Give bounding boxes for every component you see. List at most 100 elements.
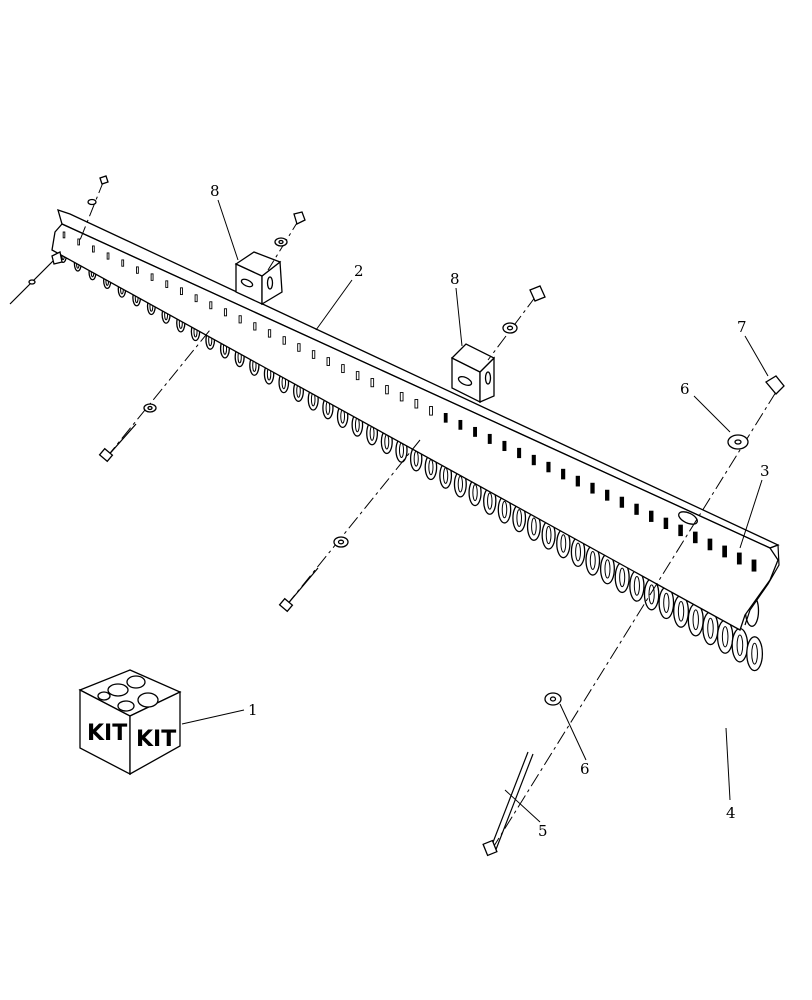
bolt-right-assembly xyxy=(482,375,785,857)
rail-slot xyxy=(267,329,272,338)
rail-slot xyxy=(311,350,316,359)
rail-slot xyxy=(326,357,330,366)
chain-link-hole xyxy=(619,567,626,588)
nut-7 xyxy=(765,375,785,395)
chain-link-hole xyxy=(487,492,493,510)
rail-slot xyxy=(209,301,213,310)
rail-slot xyxy=(399,392,404,402)
chain-link-hole xyxy=(736,634,744,656)
bolt-lower-left xyxy=(98,329,211,463)
rail-slot xyxy=(590,482,595,494)
rail-slot xyxy=(751,559,757,572)
kit-label-right: KIT xyxy=(136,727,176,752)
bolt-left-end xyxy=(9,251,63,305)
bracket-bolt-right-set xyxy=(487,285,546,361)
callout-8-left: 8 xyxy=(210,182,220,200)
rail-slot xyxy=(77,238,80,246)
angle-rail xyxy=(51,208,780,631)
rail-slot xyxy=(136,266,139,274)
rail-slot xyxy=(223,308,228,317)
rail-slot xyxy=(385,385,389,395)
mounting-bracket-left xyxy=(234,251,283,306)
kit-label-left: KIT xyxy=(87,721,127,746)
rail-slot xyxy=(194,294,198,303)
mounting-bracket-right xyxy=(450,343,496,404)
rail-slot xyxy=(722,545,727,558)
chain-link-hole xyxy=(589,550,596,570)
chain-link-hole xyxy=(751,642,758,665)
rail-slot xyxy=(517,447,522,459)
rail-slot xyxy=(62,231,66,239)
chain-link xyxy=(746,636,764,672)
rail-slot xyxy=(546,461,551,473)
rail-slot xyxy=(663,517,669,530)
rail-slot xyxy=(253,322,257,331)
rail-slot xyxy=(370,378,375,388)
callout-1: 1 xyxy=(248,701,258,719)
chain-link-hole xyxy=(692,609,699,631)
rail-slot xyxy=(707,538,713,551)
rail-slot xyxy=(649,510,654,522)
chain-link-hole xyxy=(531,517,537,536)
rail-slot xyxy=(443,412,448,423)
kit-box: KIT KIT xyxy=(78,669,182,776)
chain-link-hole xyxy=(501,500,508,519)
callout-4: 4 xyxy=(726,804,736,822)
chain-link-hole xyxy=(721,626,729,648)
callout-8-right: 8 xyxy=(450,270,460,288)
callout-6-lower: 6 xyxy=(580,760,590,778)
rail-slot xyxy=(238,315,242,324)
rail-slot xyxy=(678,524,683,537)
rail-slot xyxy=(605,489,610,501)
rail-slot xyxy=(106,252,110,260)
chain-link-hole xyxy=(604,559,611,579)
chain-link-hole xyxy=(663,592,670,613)
chain-link xyxy=(731,627,749,663)
rail-slot xyxy=(121,259,125,267)
chain-link-hole xyxy=(633,575,640,596)
rail-slot xyxy=(458,419,463,430)
rail-slot xyxy=(165,280,169,288)
rail-slot xyxy=(736,552,742,565)
chain-link-hole xyxy=(707,617,714,639)
rail-slot xyxy=(473,426,478,437)
chain-link-hole xyxy=(648,584,655,605)
rail-slot xyxy=(179,287,183,296)
rail-slot xyxy=(297,343,301,352)
chain-link-hole xyxy=(545,525,552,545)
callout-7: 7 xyxy=(737,318,747,336)
bracket-bolt-left-set xyxy=(267,211,306,271)
rail-slot xyxy=(619,496,625,508)
bolt-center-lower xyxy=(278,439,421,613)
rail-slot xyxy=(531,454,536,466)
rail-slot xyxy=(692,531,698,544)
callout-5: 5 xyxy=(538,822,548,840)
rail-slot xyxy=(341,364,345,374)
callout-2: 2 xyxy=(354,262,364,280)
rail-slot xyxy=(282,336,286,345)
rail-slot xyxy=(355,371,360,381)
rail-slot xyxy=(561,468,566,480)
bolt-top-left xyxy=(79,175,109,241)
rail-slot xyxy=(502,440,507,452)
chain-link-hole xyxy=(516,509,522,527)
chain-link-hole xyxy=(677,601,685,622)
leader-lines xyxy=(181,199,769,823)
rail-slot-hole xyxy=(678,511,698,525)
rail-slot xyxy=(92,245,95,253)
rail-slots xyxy=(62,231,757,572)
rail-slot xyxy=(487,433,492,444)
rail-slot xyxy=(429,406,433,416)
chain-link-hole xyxy=(575,542,581,562)
callout-3: 3 xyxy=(760,462,770,480)
rail-slot xyxy=(414,399,419,409)
bolt-5-head xyxy=(482,839,498,857)
rail-slot xyxy=(575,475,580,487)
chain-link-hole xyxy=(472,484,478,502)
callout-6-upper: 6 xyxy=(680,380,690,398)
chain-link-hole xyxy=(560,534,567,553)
rail-slot xyxy=(150,273,154,281)
callouts: 1 2 3 4 5 6 6 7 8 8 xyxy=(210,182,770,840)
rail-slot xyxy=(634,503,639,515)
